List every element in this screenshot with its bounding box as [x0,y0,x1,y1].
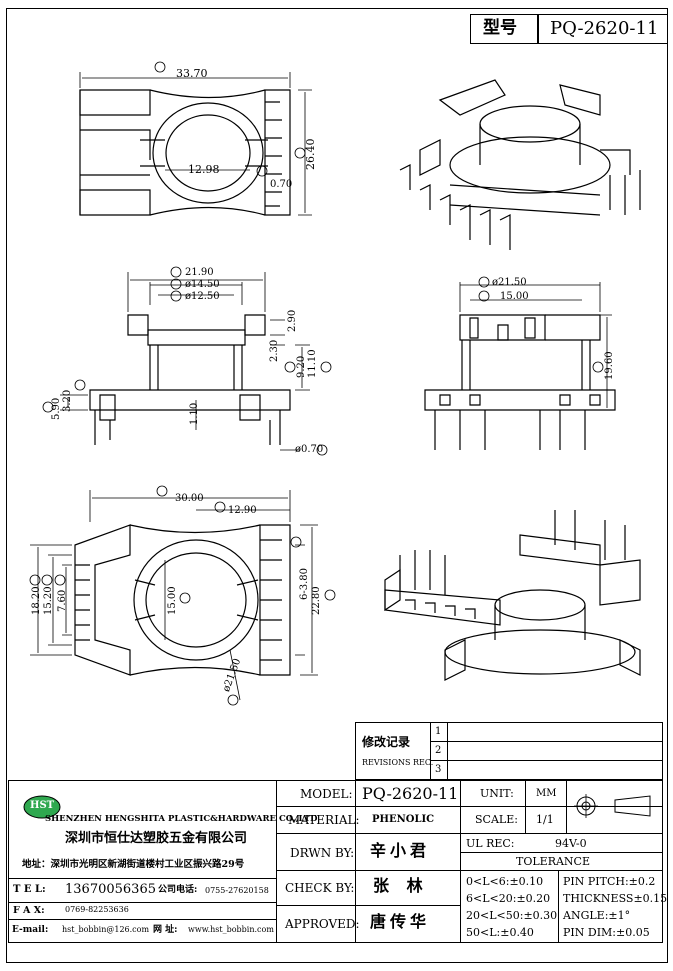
type-header [470,14,668,44]
company-address: 地址：深圳市光明区新湖街道楼村工业区振兴路29号 [22,859,245,870]
ul-label: UL REC: [466,837,515,850]
web-label: 网 址: [153,925,178,935]
material-label: MATERIAL: [288,813,360,827]
tel-value: 13670056365 [65,882,156,897]
approved-value: 唐传华 [370,912,431,931]
email-label: E-mail: [12,925,49,935]
material-value: PHENOLIC [372,814,435,825]
angle: ANGLE:±1° [563,909,631,922]
unit-value: MM [536,788,557,799]
revision-mark-2: 2 [435,745,442,756]
dim-bottom-6: 15.00 [167,586,178,615]
web-value: www.hst_bobbin.com [188,925,274,934]
revision-mark-1: 1 [435,726,442,737]
unit-label: UNIT: [480,787,514,800]
company-name-cn: 深圳市恒仕达塑胶五金有限公司 [65,831,248,846]
dim-bottom-3: 18.20 [31,586,42,615]
model-value: PQ-2620-11 [362,784,459,803]
title-block [8,780,663,943]
approved-label: APPROVED: [285,917,360,931]
dim-top-2: 12.98 [188,163,220,176]
dim-bottom-4: 15.20 [43,586,54,615]
front-view [60,272,310,451]
dim-front-1: 21.90 [185,267,214,278]
thickness: THICKNESS±0.15 [563,892,668,905]
tolerance-2: 6<L<20:±0.20 [466,892,551,905]
projection-symbol [574,794,651,818]
type-label: 型号 [483,18,517,38]
dim-front-5: 2.30 [269,339,280,362]
company-logo [23,795,61,819]
revisions-title-en: REVISIONS REC. [362,758,434,767]
dim-side-3: 19.60 [604,351,615,380]
dim-front-11: ø0.70 [295,444,324,455]
drawn-value: 辛小君 [370,841,431,860]
dim-top-4: 26.40 [304,138,317,171]
dim-front-7: 11.10 [307,349,318,378]
type-value: PQ-2620-11 [550,18,659,39]
dim-bottom-1: 30.00 [175,493,204,504]
company-name-en: SHENZHEN HENGSHITA PLASTIC&HARDWARE CO.,… [45,814,318,824]
tel-label: T E L: [13,884,46,895]
dim-front-2: ø14.50 [185,279,220,290]
dim-side-1: ø21.50 [492,277,527,288]
type-divider [537,14,539,44]
revision-mark-3: 3 [435,764,442,775]
iso-view-bottom [384,510,641,681]
scale-label: SCALE: [475,813,518,826]
tolerance-label: TOLERANCE [516,855,590,868]
iso-view-top [399,79,641,250]
scale-value: 1/1 [536,813,554,826]
fax-value: 0769-82253636 [65,905,129,914]
ul-value: 94V-0 [555,837,587,850]
dim-bottom-8: 22.80 [311,586,322,615]
logo-text: HST [30,800,55,811]
dim-bottom-7: 6-3.80 [299,567,310,600]
dim-top-1: 33.70 [176,67,208,80]
dim-top-3: 0.70 [270,179,293,190]
dim-side-2: 15.00 [500,291,529,302]
phone-label: 公司电话: [158,885,198,895]
check-value: 张 林 [373,876,429,895]
dim-front-9: 3.20 [62,389,73,412]
tolerance-1: 0<L<6:±0.10 [466,875,544,888]
dim-bottom-5: 7.60 [57,589,68,612]
tolerance-4: 50<L:±0.40 [466,926,534,939]
dim-front-8: 5.90 [51,397,62,420]
revisions-title-cn: 修改记录 [362,735,411,749]
phone-value: 0755-27620158 [205,886,269,895]
bottom-view [30,490,318,701]
dim-front-3: ø12.50 [185,291,220,302]
fax-label: F A X: [13,905,45,916]
dim-bottom-2: 12.90 [228,505,257,516]
dim-front-4: 2.90 [287,309,298,332]
sheet-border [6,8,668,963]
pin-dim: PIN DIM:±0.05 [563,926,650,939]
dim-front-6: 9.20 [296,355,307,378]
pin-pitch: PIN PITCH:±0.2 [563,875,656,888]
tolerance-3: 20<L<50:±0.30 [466,909,558,922]
side-view [424,282,616,450]
email-value: hst_bobbin@126.com [62,925,150,934]
check-label: CHECK BY: [285,881,355,895]
top-view [79,72,312,216]
drawn-label: DRWN BY: [290,846,355,860]
revisions-box [355,722,663,780]
dim-front-10: 1.10 [189,402,200,425]
model-label: MODEL: [300,787,353,801]
